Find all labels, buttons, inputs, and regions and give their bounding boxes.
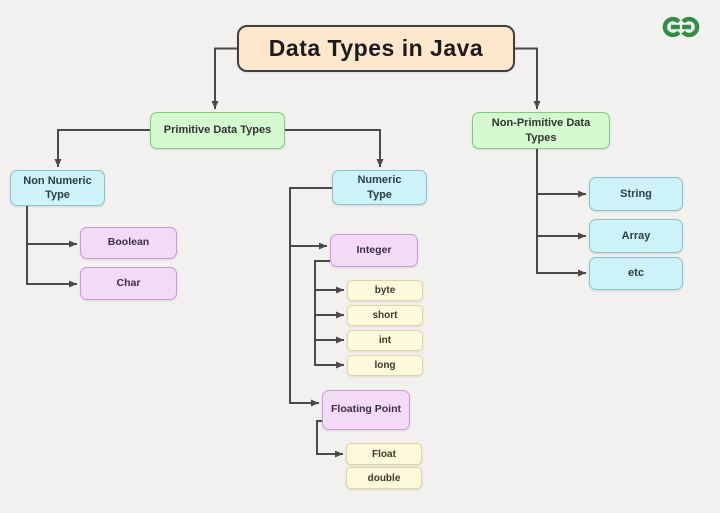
node-non-primitive-data-types: Non-Primitive Data Types <box>472 112 610 149</box>
node-char: Char <box>80 267 177 300</box>
node-boolean: Boolean <box>80 227 177 259</box>
diagram-title: Data Types in Java <box>237 25 515 72</box>
node-floating-point: Floating Point <box>322 390 410 430</box>
geeksforgeeks-logo-icon <box>662 16 700 38</box>
node-etc: etc <box>589 257 683 290</box>
node-double: double <box>346 467 422 489</box>
node-string: String <box>589 177 683 211</box>
node-primitive-data-types: Primitive Data Types <box>150 112 285 149</box>
node-non-numeric-type: Non Numeric Type <box>10 170 105 206</box>
node-int: int <box>347 330 423 351</box>
node-float: Float <box>346 443 422 465</box>
node-byte: byte <box>347 280 423 301</box>
node-numeric-type: Numeric Type <box>332 170 427 205</box>
node-array: Array <box>589 219 683 253</box>
node-long: long <box>347 355 423 376</box>
node-integer: Integer <box>330 234 418 267</box>
node-short: short <box>347 305 423 326</box>
